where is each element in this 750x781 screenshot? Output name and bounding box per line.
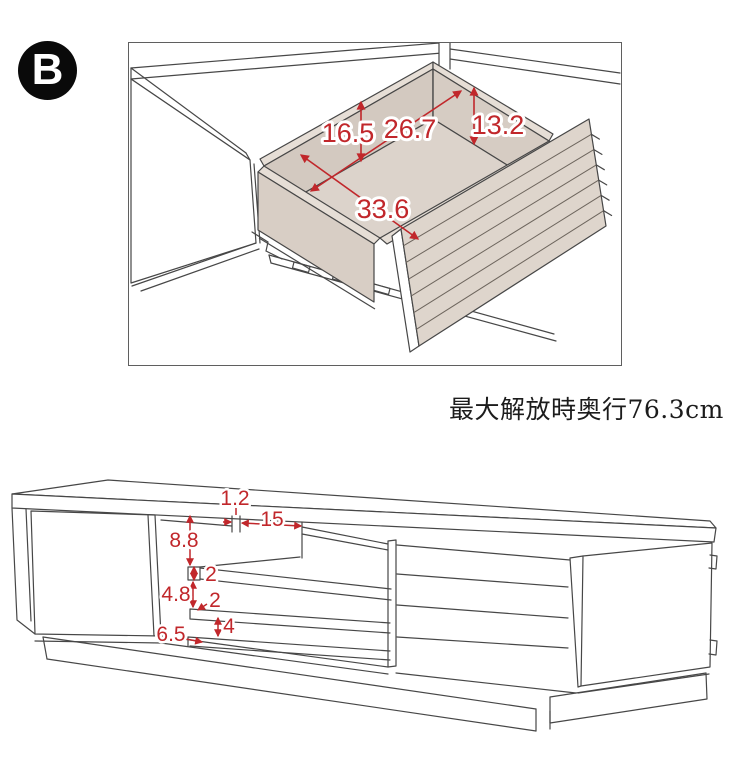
section-badge-label: B (31, 44, 64, 94)
section-badge: B (18, 41, 77, 100)
cabinet-carcass (130, 43, 621, 292)
stand-dim-shelf-thickness: 2 (205, 563, 217, 586)
stand-left-door (30, 510, 162, 637)
cabinet-side-panel (130, 78, 257, 284)
stand-diagram: 1.2 15 8.8 2 4.8 2 4 6.5 (11, 479, 718, 732)
drawer-dim-back-right-height: 13.2 (472, 110, 525, 140)
drawer-diagram: 16.5 26.7 13.2 33.6 (130, 43, 621, 353)
stand-right-door (580, 542, 713, 687)
stand-dimensions: 1.2 15 8.8 2 4.8 2 4 6.5 (154, 485, 303, 649)
drawer-dimensions: 16.5 26.7 13.2 33.6 (299, 86, 527, 240)
stand-dim-divider-thickness: 1.2 (220, 487, 249, 510)
drawer-dim-width: 33.6 (357, 194, 410, 224)
stand-dim-slot-width: 15 (260, 508, 283, 531)
stand-top-edge-face (11, 493, 717, 543)
stand-dim-board-thickness: 2 (209, 589, 221, 612)
stand-outline (11, 479, 718, 732)
drawer-dim-back-left-height: 16.5 (322, 118, 375, 148)
stand-dim-upper-opening: 8.8 (169, 529, 198, 552)
drawer-detail-frame: 16.5 26.7 13.2 33.6 (128, 42, 622, 366)
stand-dim-middle-opening: 4.8 (161, 583, 190, 606)
stand-diagram-wrap: 1.2 15 8.8 2 4.8 2 4 6.5 (0, 470, 750, 781)
stand-dim-base-height: 6.5 (156, 623, 185, 646)
drawer-dim-depth: 26.7 (384, 114, 437, 144)
drawer-louver-front (391, 118, 613, 353)
cabinet-divider-post (439, 43, 450, 69)
max-open-depth-caption: 最大解放時奥行76.3cm (449, 395, 724, 424)
stand-dim-lower-opening: 4 (223, 615, 235, 638)
